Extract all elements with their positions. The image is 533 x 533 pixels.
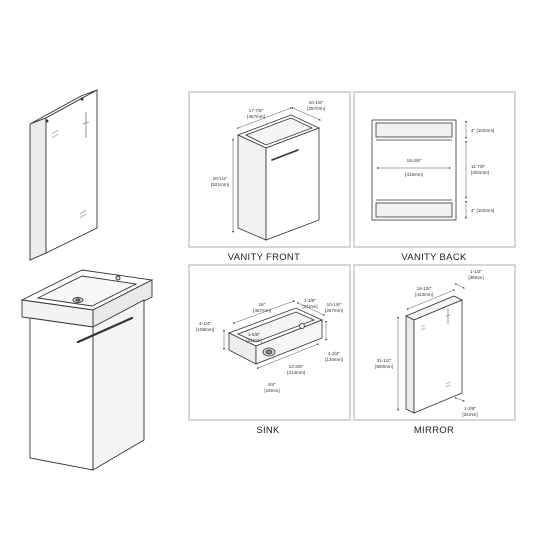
dim-mirror-width-mm: [413mm] — [415, 292, 433, 297]
mirror-illustration — [29, 89, 98, 261]
dim-sink-height: 4-3/4" — [328, 351, 340, 356]
dim-sink-inner: 12-3/8" — [289, 364, 304, 369]
dim-sink-length: 18" — [259, 302, 266, 307]
dim-back-middle: 11-7/8" — [471, 164, 486, 169]
dim-sink-hole: 1-3/8" — [304, 298, 316, 303]
dim-mirror-depth-mm: [38mm] — [468, 275, 483, 280]
caption-vanity-front: VANITY FRONT — [228, 252, 300, 263]
caption-vanity-back: VANITY BACK — [401, 252, 467, 263]
dim-sink-drain-mm: [41mm] — [246, 338, 261, 343]
dim-sink-length-mm: [457mm] — [253, 308, 271, 313]
dim-back-lower: 4" [102mm] — [471, 208, 494, 213]
dim-mirror-height: 31-1/2" — [377, 358, 392, 363]
dim-sink-side-mm: [108mm] — [196, 327, 214, 332]
caption-sink: SINK — [256, 425, 280, 436]
caption-mirror: MIRROR — [414, 425, 454, 436]
vanity-illustration — [20, 269, 154, 471]
dim-sink-side: 4-1/4" — [199, 321, 211, 326]
dim-front-height-mm: [521mm] — [211, 182, 229, 187]
dim-sink-drain: 1-5/8" — [248, 332, 260, 337]
dim-sink-depth-mm: [257mm] — [325, 308, 343, 313]
dim-back-width-mm: [415mm] — [405, 172, 423, 177]
dim-back-width: 16-3/8" — [407, 158, 422, 163]
panel-vanity-front-frame — [188, 91, 351, 248]
dim-sink-inner-mm: [314mm] — [287, 370, 305, 375]
dim-back-upper: 4" [102mm] — [471, 128, 494, 133]
dim-sink-hole-mm: [34mm] — [302, 304, 317, 309]
dim-front-height: 20-1/2" — [213, 176, 228, 181]
dim-sink-height-mm: [120mm] — [325, 357, 343, 362]
panel-sink-frame — [188, 264, 351, 421]
dim-front-width: 17-7/8" — [249, 108, 264, 113]
panel-vanity-back-frame — [353, 91, 516, 248]
dim-sink-depth: 10-1/8" — [327, 302, 342, 307]
dim-mirror-bottom: 1-3/8" — [464, 406, 476, 411]
dim-sink-rim-mm: [19mm] — [264, 388, 279, 393]
mirror-drawing — [397, 282, 465, 414]
vanity-back-drawing — [371, 119, 467, 221]
dim-front-depth: 10-1/8" — [309, 100, 324, 105]
dim-mirror-height-mm: [800mm] — [375, 364, 393, 369]
dim-back-middle-mm: [302mm] — [471, 170, 489, 175]
sink-drawing — [223, 300, 327, 370]
dim-front-depth-mm: [257mm] — [307, 106, 325, 111]
dim-front-width-mm: [457mm] — [247, 114, 265, 119]
vanity-front-drawing — [232, 106, 321, 241]
panel-mirror-frame — [353, 264, 516, 421]
dim-mirror-depth: 1-1/2" — [470, 269, 482, 274]
dim-sink-rim: 3/4" — [268, 382, 276, 387]
dim-mirror-bottom-mm: [34mm] — [462, 412, 477, 417]
dim-mirror-width: 16-1/8" — [417, 286, 432, 291]
